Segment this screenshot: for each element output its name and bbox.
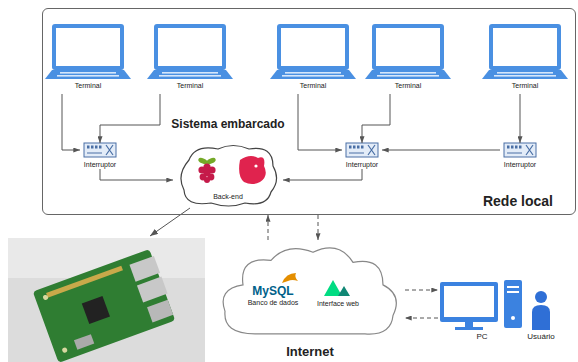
nest-logo [239, 156, 266, 184]
nuxt-logo [324, 280, 350, 296]
photo-leader-arrow [150, 208, 190, 236]
database-node: MySQLBanco de dados [242, 276, 304, 316]
raspberry-photo [129, 256, 160, 282]
switch-icons [346, 143, 378, 157]
dashed-connector [405, 290, 438, 291]
pc-icon [511, 316, 515, 320]
node-label: Interruptor [84, 161, 116, 169]
network-cable [520, 94, 521, 143]
switch-icons [504, 143, 536, 157]
raspberry-photo [46, 266, 123, 298]
mysql-dolphin [282, 273, 298, 283]
raspberry-photo [137, 277, 168, 303]
raspberry-photo [147, 300, 173, 323]
raspberry-logo [204, 177, 210, 183]
terminal-icons [482, 24, 568, 79]
node-label: Terminal [300, 82, 326, 90]
pc-icon [440, 280, 522, 330]
pc-icon [455, 327, 483, 330]
pc-icon [440, 282, 498, 322]
node-label: Rede local [483, 193, 553, 209]
web-interface-node: Interface web [308, 274, 368, 314]
terminal-icons [365, 24, 451, 79]
node-label: Terminal [395, 82, 421, 90]
node-sublabel: Back-end [213, 193, 243, 201]
network-cable [62, 94, 80, 150]
raspberry-photo [74, 334, 94, 350]
raspberry-photo [8, 238, 205, 362]
terminal-icons [45, 24, 131, 79]
switch-icons [84, 143, 116, 157]
terminal-icons [270, 24, 356, 79]
internet-cloud: MySQLBanco de dadosInterface webInternet [215, 240, 405, 342]
node-sublabel: Banco de dados [248, 299, 299, 307]
raspberry-photo [33, 248, 177, 362]
user-icon [532, 291, 550, 330]
switch-node: Interruptor [80, 143, 120, 169]
terminal-node: Terminal [45, 22, 131, 94]
user-icon [532, 305, 550, 330]
switch-node: Interruptor [342, 143, 382, 169]
user-icon [535, 291, 547, 303]
nest-logo [239, 156, 266, 184]
node-label: Internet [286, 345, 334, 360]
raspberry-photo [82, 296, 110, 324]
node-outline-path [223, 248, 396, 334]
pc-icon [444, 286, 494, 317]
photo-leader-arrow [150, 208, 190, 236]
node-label: Terminal [75, 82, 101, 90]
node-label: MySQL [252, 285, 293, 299]
terminal-icons [45, 24, 568, 79]
raspberry-photo [33, 249, 176, 362]
switch-node: Interruptor [500, 143, 540, 169]
node-label: Terminal [512, 82, 538, 90]
node-outline [215, 240, 405, 342]
network-region: Terminal Terminal Terminal Terminal Terminal… [42, 8, 576, 215]
pc-icon [504, 280, 522, 328]
pc-icon [507, 291, 519, 293]
raspberry-photo [42, 294, 48, 300]
network-cable [283, 169, 362, 180]
node-label: PC [476, 332, 487, 341]
nuxt-logo [324, 280, 342, 296]
network-cable [382, 150, 500, 151]
node-label: Interruptor [504, 161, 536, 169]
terminal-icons [147, 24, 233, 79]
raspberry-photo [62, 347, 68, 353]
nuxt-logo [338, 286, 350, 296]
node-label: Usuário [527, 332, 555, 341]
raspberry-photo [8, 238, 205, 362]
user-node: Usuário [522, 286, 560, 344]
backend-node: Sistema embarcadoBack-end [173, 140, 283, 210]
connectors [62, 94, 520, 318]
node-label: Terminal [177, 82, 203, 90]
terminal-node: Terminal [147, 22, 233, 94]
node-label: Interface web [317, 300, 359, 308]
terminal-node: Terminal [270, 22, 356, 94]
network-cable [100, 169, 173, 180]
terminal-node: Terminal [365, 22, 451, 94]
terminal-node: Terminal [482, 22, 568, 94]
node-label: Interruptor [346, 161, 378, 169]
nest-logo [254, 164, 257, 167]
network-cable [100, 94, 160, 143]
node-outline-path [181, 146, 277, 207]
network-cable [362, 94, 390, 143]
pc-icon [507, 286, 519, 288]
dashed-connector [318, 215, 319, 240]
node-label: Sistema embarcado [169, 118, 286, 132]
raspberry-logo [197, 157, 216, 183]
pc-node: PC [438, 278, 526, 344]
dashed-connector [405, 318, 438, 319]
network-cable [298, 94, 342, 150]
mysql-dolphin [282, 273, 298, 283]
dashed-connector [268, 215, 269, 240]
